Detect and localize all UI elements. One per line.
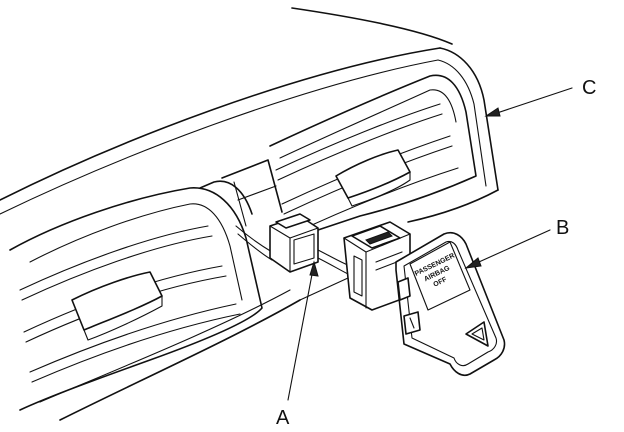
hazard-triangle-icon [465, 321, 489, 347]
callout-a-group: A [276, 260, 319, 429]
callout-c-group: C [484, 77, 596, 117]
callout-a: A [276, 407, 290, 429]
passenger-airbag-switch-b: PASSENGER AIRBAG OFF [343, 221, 506, 377]
vent-panel [0, 7, 499, 421]
callout-b-group: B [464, 217, 569, 269]
callout-c: C [582, 77, 596, 99]
callout-b: B [556, 217, 569, 239]
arrow-b-icon [464, 257, 482, 269]
arrow-c-icon [484, 107, 501, 117]
arrow-a-icon [309, 260, 319, 277]
connector-a [235, 213, 351, 275]
